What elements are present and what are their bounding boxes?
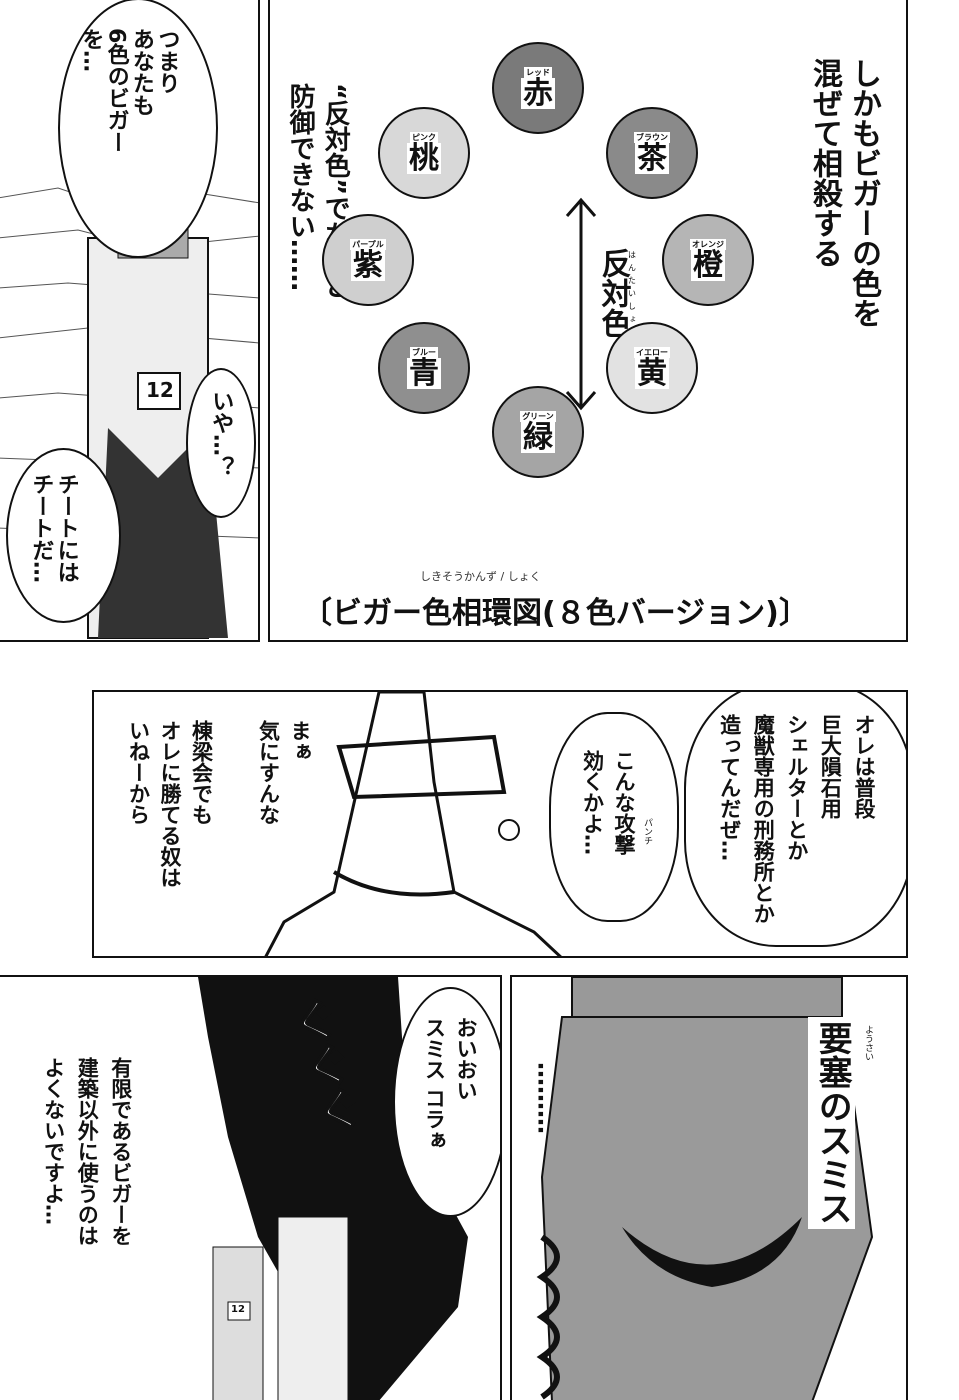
- line: 効くかよ…: [580, 750, 605, 855]
- color-circle-レッド: レッド赤: [492, 42, 584, 134]
- color-circle-ブラウン: ブラウン茶: [606, 107, 698, 199]
- speech-text: まぁ気にすんな: [252, 720, 315, 825]
- line: いねーから: [126, 720, 151, 825]
- label-text: 反対色: [595, 248, 631, 338]
- punch-ruby: パンチ: [642, 818, 652, 845]
- speech-text: こんな攻撃効くかよ…: [576, 750, 639, 855]
- speech-bubble: [58, 0, 218, 258]
- speech-text: オレは普段巨大隕石用シェルターとか魔獣専用の刑務所とか造ってんだぜ…: [712, 714, 880, 924]
- line: こんな攻撃: [612, 750, 636, 855]
- line: 建築以外に使うのは: [75, 1057, 100, 1246]
- line: チートには: [53, 473, 79, 583]
- color-kanji: 緑: [521, 419, 555, 455]
- speech-bubble: [393, 987, 500, 1217]
- bib-number: 12: [146, 378, 174, 402]
- color-kanji: 青: [407, 355, 441, 391]
- color-reading: ピンク: [410, 131, 438, 143]
- color-reading: レッド: [524, 66, 552, 78]
- speech-bubble: [684, 692, 906, 947]
- name-ruby: ようさい: [862, 1025, 875, 1061]
- line: オレは普段: [851, 714, 876, 819]
- line: 巨大隕石用: [818, 714, 843, 819]
- color-reading: オレンジ: [690, 238, 726, 250]
- line: チートだ…: [28, 473, 54, 583]
- line: おいおい: [454, 1017, 478, 1101]
- line: 混ぜて相殺する: [807, 58, 842, 268]
- line: 造ってんだぜ…: [717, 714, 742, 861]
- line: 有限であるビガーを: [108, 1057, 133, 1246]
- line: 6色のビガー: [103, 28, 129, 154]
- speech-text: 有限であるビガーを建築以外に使うのはよくないですよ…: [36, 1057, 137, 1246]
- line: を…: [78, 28, 104, 72]
- color-kanji: 茶: [635, 140, 669, 176]
- line: スミス コラぁ: [422, 1017, 447, 1151]
- color-circle-イエロー: イエロー黄: [606, 322, 698, 414]
- speech-text: 棟梁会でもオレに勝てる奴はいねーから: [122, 720, 217, 888]
- line: まぁ: [288, 720, 312, 762]
- character-name-caption: 要塞のスミス: [808, 1017, 856, 1229]
- speech-text: いや…？: [208, 390, 234, 478]
- line: 棟梁会でも: [189, 720, 214, 825]
- panel-2-color-wheel: しかもビガーの色を混ぜて相殺する “反対色”でないと防御できない…… 反対色はん…: [268, 0, 908, 642]
- opposite-color-label: 反対色はんたいしょく: [595, 248, 637, 338]
- speech-text: おいおいスミス コラぁ: [418, 1017, 481, 1150]
- color-kanji: 黄: [635, 355, 669, 391]
- line: つまり: [154, 28, 180, 94]
- line: 魔獣専用の刑務所とか: [751, 714, 776, 924]
- bib-number: 12: [231, 1304, 245, 1315]
- color-kanji: 桃: [407, 140, 441, 176]
- color-kanji: 赤: [521, 75, 555, 111]
- color-kanji: 紫: [351, 247, 385, 283]
- character-face-art: [264, 692, 562, 956]
- panel-4-smith-distance: 12 ぐぐぐ おいおいスミス コラぁ 有限であるビガーを建築以外に使うのはよくな…: [0, 975, 502, 1400]
- color-reading: ブラウン: [634, 131, 670, 143]
- color-circle-ブルー: ブルー青: [378, 322, 470, 414]
- color-circle-グリーン: グリーン緑: [492, 386, 584, 478]
- diagram-caption-ruby: しきそうかんず / しょく: [420, 570, 541, 583]
- line: シェルターとか: [784, 714, 809, 861]
- speech-bubble: [186, 368, 256, 518]
- line: オレに勝てる奴は: [158, 720, 182, 888]
- panel-3-glasses-man: オレは普段巨大隕石用シェルターとか魔獣専用の刑務所とか造ってんだぜ… こんな攻撃…: [92, 690, 908, 958]
- name-text: 要塞のスミス: [812, 1021, 853, 1225]
- speech-bubble: [6, 448, 121, 623]
- color-kanji: 橙: [691, 247, 725, 283]
- line: あなたも: [128, 28, 154, 116]
- line: しかもビガーの色を: [846, 58, 881, 328]
- color-circle-ピンク: ピンク桃: [378, 107, 470, 199]
- line: 防御できない……: [285, 83, 316, 291]
- narration-right: しかもビガーの色を混ぜて相殺する: [805, 58, 883, 328]
- opposite-arrow: [565, 197, 597, 411]
- ellipsis-text: ………: [532, 1062, 561, 1134]
- color-reading: パープル: [350, 238, 386, 250]
- diagram-caption: 〔ビガー色相環図(８色バージョン)〕: [302, 596, 809, 631]
- color-reading: イエロー: [634, 346, 670, 358]
- ruby: はんたいしょく: [627, 248, 637, 338]
- color-reading: ブルー: [410, 346, 438, 358]
- color-reading: グリーン: [520, 410, 556, 422]
- line: よくないですよ…: [41, 1057, 66, 1225]
- color-circle-パープル: パープル紫: [322, 214, 414, 306]
- color-circle-オレンジ: オレンジ橙: [662, 214, 754, 306]
- panel-5-smith-face: ……… 要塞のスミス ようさい: [510, 975, 908, 1400]
- line: 気にすんな: [256, 720, 281, 825]
- speech-bubble: [549, 712, 679, 922]
- speech-text: チートにはチートだ…: [28, 473, 79, 583]
